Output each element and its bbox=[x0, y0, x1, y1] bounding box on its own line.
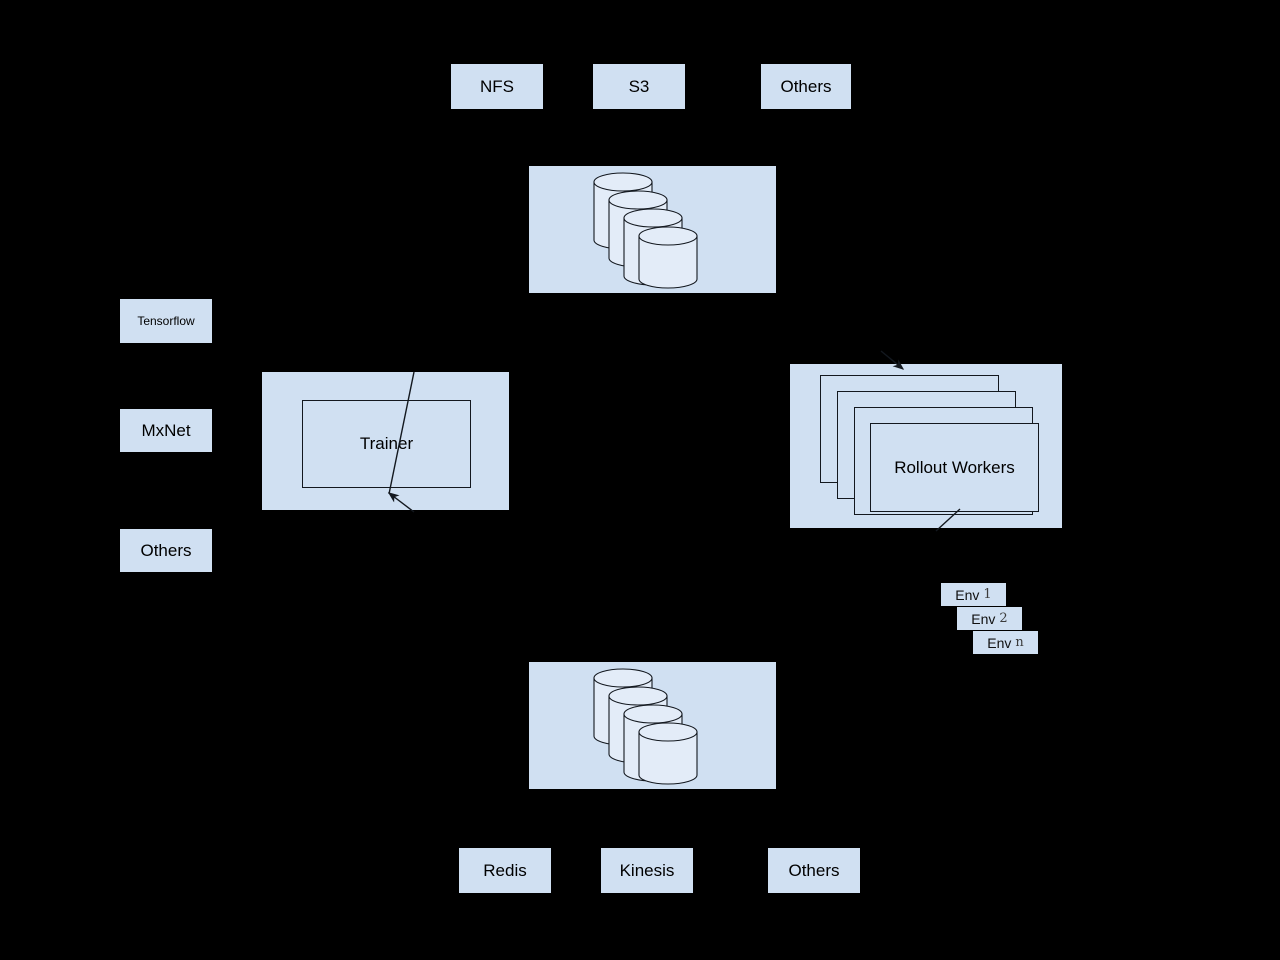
framework-node-others-label: Others bbox=[140, 541, 192, 560]
framework-node-others[interactable]: Others bbox=[120, 529, 212, 572]
framework-node-tensorflow[interactable]: Tensorflow bbox=[120, 299, 212, 343]
framework-node-mxnet[interactable]: MxNet bbox=[120, 409, 212, 452]
trainer-box[interactable] bbox=[302, 400, 471, 488]
trainer-label: Trainer bbox=[359, 434, 414, 453]
env-node-2-name: Env bbox=[971, 610, 996, 627]
env-node-1-index: 1 bbox=[983, 587, 992, 602]
framework-node-mxnet-label: MxNet bbox=[141, 421, 191, 440]
storage-node-others-label: Others bbox=[780, 77, 832, 96]
queue-node-kinesis[interactable]: Kinesis bbox=[601, 848, 693, 893]
queue-node-others-label: Others bbox=[788, 861, 840, 880]
queue-node-kinesis-label: Kinesis bbox=[619, 861, 675, 880]
env-node-1-name: Env bbox=[955, 586, 980, 603]
storage-node-s3-label: S3 bbox=[628, 77, 650, 96]
env-node-n-index: n bbox=[1015, 635, 1024, 650]
rollout-worker-card-4[interactable] bbox=[870, 423, 1039, 512]
rollout-workers-label-wrap: Rollout Workers bbox=[870, 423, 1039, 512]
queue-node-redis[interactable]: Redis bbox=[459, 848, 551, 893]
queue-node-redis-label: Redis bbox=[483, 861, 527, 880]
env-node-n-name: Env bbox=[987, 634, 1012, 651]
framework-node-tensorflow-label: Tensorflow bbox=[137, 314, 195, 328]
storage-node-nfs-label: NFS bbox=[480, 77, 514, 96]
trainer-label-wrap: Trainer bbox=[302, 400, 471, 488]
lower-datastore-panel[interactable] bbox=[529, 662, 776, 789]
env-node-2-index: 2 bbox=[999, 611, 1008, 626]
rollout-workers-label: Rollout Workers bbox=[894, 457, 1015, 477]
upper-datastore-panel[interactable] bbox=[529, 166, 776, 293]
storage-node-nfs[interactable]: NFS bbox=[451, 64, 543, 109]
queue-node-others[interactable]: Others bbox=[768, 848, 860, 893]
storage-node-s3[interactable]: S3 bbox=[593, 64, 685, 109]
storage-node-others[interactable]: Others bbox=[761, 64, 851, 109]
